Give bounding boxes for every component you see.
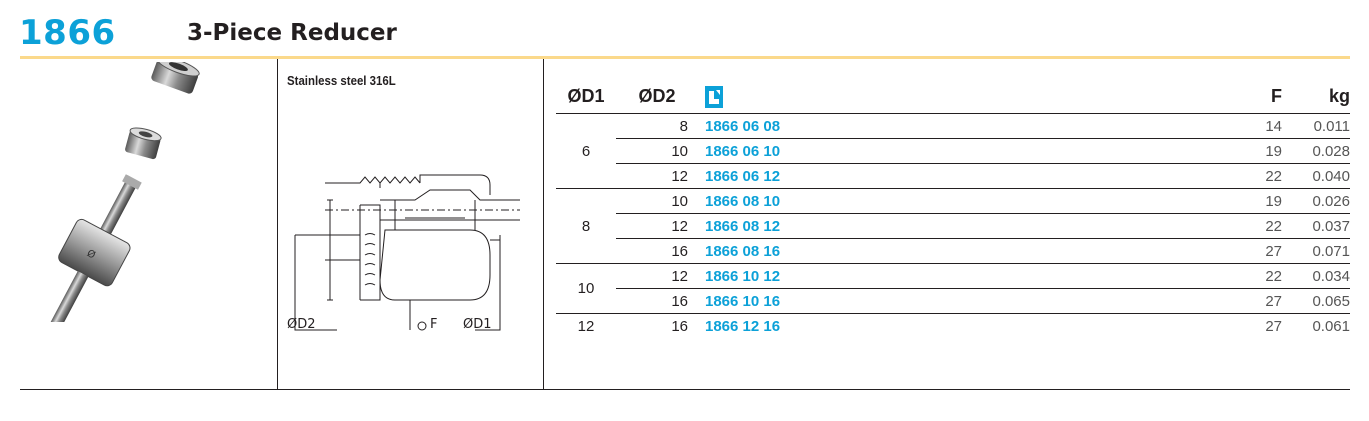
cell-f: 19 (1242, 188, 1302, 214)
cell-f: 14 (1242, 113, 1302, 139)
header-rule (20, 56, 1350, 59)
header-ref (698, 86, 1242, 114)
product-ref-link[interactable]: 1866 12 16 (705, 317, 781, 335)
cell-ref: 1866 08 12 (698, 213, 1242, 239)
cell-d2: 12 (616, 213, 698, 239)
header-f: F (1271, 86, 1282, 106)
cell-f: 22 (1242, 263, 1302, 289)
cell-ref: 1866 08 16 (698, 238, 1242, 264)
cell-f: 22 (1242, 213, 1302, 239)
product-ref-link[interactable]: 1866 08 16 (705, 242, 781, 260)
cell-d2-value: 12 (671, 267, 688, 285)
cell-d2-value: 16 (671, 292, 688, 310)
product-ref-link[interactable]: 1866 06 10 (705, 142, 781, 160)
header-kg: kg (1328, 86, 1350, 106)
product-photo: Ø (44, 62, 200, 322)
cell-f: 27 (1242, 288, 1302, 314)
technical-drawing: ØD2 F ØD1 (287, 174, 520, 332)
cell-ref: 1866 08 10 (698, 188, 1242, 214)
cell-d2-value: 10 (671, 192, 688, 210)
catalog-icon (705, 86, 723, 109)
cell-kg: 0.037 (1302, 213, 1350, 239)
cell-kg: 0.065 (1302, 288, 1350, 314)
cell-ref: 1866 10 12 (698, 263, 1242, 289)
cell-d2: 12 (616, 163, 698, 189)
column-divider-1 (277, 59, 278, 389)
cell-ref: 1866 12 16 (698, 313, 1242, 338)
cell-ref: 1866 06 12 (698, 163, 1242, 189)
cell-kg: 0.026 (1302, 188, 1350, 214)
drawing-label-f: F (430, 317, 437, 332)
cell-d2: 16 (616, 313, 698, 338)
cell-d2: 16 (616, 288, 698, 314)
cell-d1: 8 (556, 188, 616, 264)
product-ref-link[interactable]: 1866 08 10 (705, 192, 781, 210)
product-code: 1866 (19, 13, 116, 53)
table-header-row: ØD1 ØD2 F kg (556, 86, 1350, 114)
cell-d2: 10 (616, 138, 698, 164)
product-ref-link[interactable]: 1866 08 12 (705, 217, 781, 235)
cell-d2: 8 (616, 113, 698, 139)
cell-d1: 12 (556, 313, 616, 338)
cell-kg: 0.034 (1302, 263, 1350, 289)
cell-d2-value: 16 (671, 242, 688, 260)
cell-kg: 0.071 (1302, 238, 1350, 264)
cell-f: 19 (1242, 138, 1302, 164)
cell-d2: 12 (616, 263, 698, 289)
product-ref-link[interactable]: 1866 06 08 (705, 117, 781, 135)
drawing-label-d1: ØD1 (463, 317, 492, 332)
cell-f: 27 (1242, 238, 1302, 264)
cell-kg: 0.040 (1302, 163, 1350, 189)
cell-kg: 0.011 (1302, 113, 1350, 139)
product-ref-link[interactable]: 1866 10 16 (705, 292, 781, 310)
cell-kg: 0.061 (1302, 313, 1350, 338)
footer-rule (20, 389, 1350, 390)
drawing-label-d2: ØD2 (287, 317, 316, 332)
cell-d2-value: 12 (671, 167, 688, 185)
cell-d2-value: 16 (671, 317, 688, 335)
cell-f: 22 (1242, 163, 1302, 189)
cell-d2-value: 8 (679, 117, 688, 135)
cell-kg: 0.028 (1302, 138, 1350, 164)
cell-d2: 16 (616, 238, 698, 264)
material-label: Stainless steel 316L (287, 73, 396, 88)
cell-ref: 1866 06 10 (698, 138, 1242, 164)
cell-d1: 10 (556, 263, 616, 314)
product-ref-link[interactable]: 1866 06 12 (705, 167, 781, 185)
page-title: 3-Piece Reducer (187, 20, 397, 46)
column-divider-2 (543, 59, 544, 389)
product-ref-link[interactable]: 1866 10 12 (705, 267, 781, 285)
cell-d2-value: 12 (671, 217, 688, 235)
cell-ref: 1866 06 08 (698, 113, 1242, 139)
cell-d1: 6 (556, 113, 616, 189)
cell-d2-value: 10 (671, 142, 688, 160)
cell-f: 27 (1242, 313, 1302, 338)
header-d2: ØD2 (638, 86, 676, 106)
cell-d2: 10 (616, 188, 698, 214)
header-d1: ØD1 (567, 86, 605, 106)
cell-ref: 1866 10 16 (698, 288, 1242, 314)
